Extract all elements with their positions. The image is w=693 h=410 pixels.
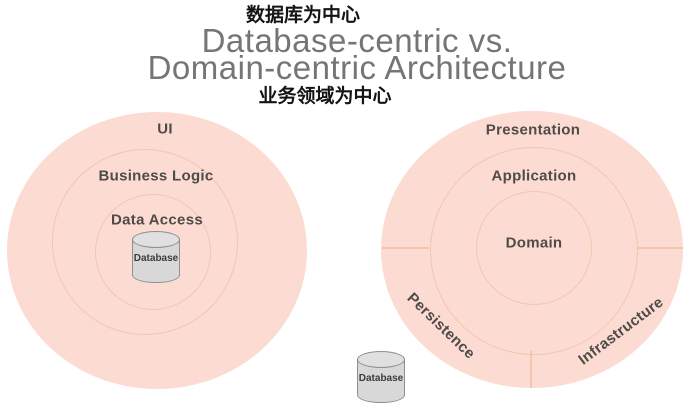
- title-line-2: Domain-centric Architecture: [147, 49, 567, 86]
- label-business-logic: Business Logic: [98, 167, 214, 185]
- database-label: Database: [358, 373, 404, 384]
- database-cylinder-icon: Database: [357, 351, 406, 405]
- label-domain: Domain: [505, 234, 563, 252]
- label-data-access: Data Access: [111, 211, 203, 229]
- sector-divider-bottom: [530, 351, 532, 388]
- label-application: Application: [491, 167, 577, 185]
- label-presentation: Presentation: [485, 121, 581, 139]
- database-label: Database: [133, 253, 179, 264]
- subtitle-zh-domain-centric: 业务领域为中心: [258, 86, 392, 107]
- left-middle-circle: [52, 149, 238, 335]
- title-line-1: Database-centric vs.: [201, 22, 513, 59]
- right-middle-circle: [430, 147, 638, 355]
- right-inner-circle: [476, 191, 592, 305]
- sector-divider-right: [637, 247, 683, 249]
- subtitle-zh-database-centric: 数据库为中心: [245, 5, 361, 26]
- label-ui: UI: [157, 120, 173, 138]
- database-cylinder-icon: Database: [132, 231, 181, 285]
- left-inner-circle: [95, 194, 211, 310]
- cylinder-top-ellipse: [357, 351, 405, 368]
- sector-divider-left: [382, 247, 429, 249]
- cylinder-top-ellipse: [132, 231, 180, 248]
